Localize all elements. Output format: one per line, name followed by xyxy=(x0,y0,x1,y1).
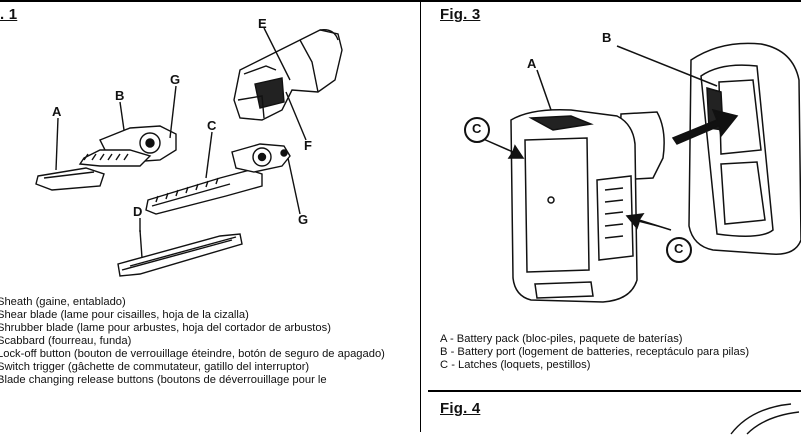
fig1-title: . 1 xyxy=(0,6,18,23)
fig3-legend: A - Battery pack (bloc-piles, paquete de… xyxy=(440,333,800,372)
sheath-illustration xyxy=(35,167,105,191)
column-divider xyxy=(420,0,421,432)
callout-e: E xyxy=(258,16,267,31)
top-rule xyxy=(0,0,801,2)
legend-item: Shrubber blade (lame pour arbustes, hoja… xyxy=(0,322,331,334)
shear-blade-illustration xyxy=(78,125,177,167)
callout-c: C xyxy=(207,118,217,133)
legend-item: Switch trigger (gâchette de commutateur,… xyxy=(0,361,310,373)
scabbard-illustration xyxy=(117,229,243,277)
battery-port-illustration xyxy=(688,42,801,255)
callout-c: C xyxy=(674,241,684,256)
battery-pack-illustration xyxy=(510,108,665,303)
legend-item: B - Battery port (logement de batteries,… xyxy=(440,346,750,358)
fig1-illustration xyxy=(35,27,343,277)
legend-item: A - Battery pack (bloc-piles, paquete de… xyxy=(440,333,683,345)
callout-a: A xyxy=(52,104,62,119)
legend-item: C - Latches (loquets, pestillos) xyxy=(440,359,591,371)
callout-f: F xyxy=(304,138,312,153)
legend-item: Scabbard (fourreau, funda) xyxy=(0,335,132,347)
callout-b: B xyxy=(602,30,612,45)
legend-item: Blade changing release buttons (boutons … xyxy=(0,374,327,386)
fig1-legend: Sheath (gaine, entablado) Shear blade (l… xyxy=(0,296,413,387)
legend-item: Sheath (gaine, entablado) xyxy=(0,296,126,308)
callout-b: B xyxy=(115,88,125,103)
fig3-illustration xyxy=(464,42,801,303)
fig4-title: Fig. 4 xyxy=(440,400,481,417)
fig4-illustration xyxy=(730,403,800,435)
legend-item: Lock-off button (bouton de verrouillage … xyxy=(0,348,385,360)
callout-g-top: G xyxy=(170,72,181,87)
fig3-title: Fig. 3 xyxy=(440,6,481,23)
callout-g-bottom: G xyxy=(298,212,309,227)
shrubber-blade-illustration xyxy=(145,143,291,215)
callout-c: C xyxy=(472,121,482,136)
callout-a: A xyxy=(527,56,537,71)
callout-d: D xyxy=(133,204,143,219)
legend-item: Shear blade (lame pour cisailles, hoja d… xyxy=(0,309,249,321)
fig4-rule xyxy=(428,390,801,392)
